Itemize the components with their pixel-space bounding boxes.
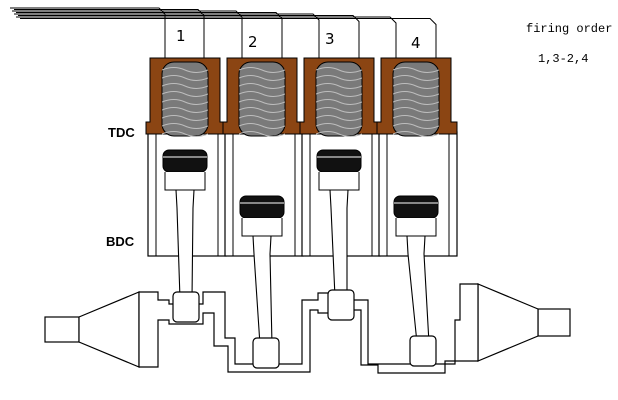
cylinder-number-4: 4 bbox=[411, 34, 421, 52]
crank-pin-4 bbox=[410, 336, 436, 366]
piston-skirt-1 bbox=[165, 172, 205, 190]
piston-skirt-3 bbox=[319, 172, 359, 190]
crank-pin-3 bbox=[328, 290, 354, 320]
firing-order-sequence: 1,3-2,4 bbox=[538, 52, 588, 66]
combustion-chamber-3 bbox=[316, 62, 362, 136]
combustion-chamber-4 bbox=[393, 62, 439, 136]
cylinder-number-2: 2 bbox=[248, 33, 258, 51]
piston-3 bbox=[317, 150, 361, 172]
bdc-label: BDC bbox=[106, 234, 135, 249]
crank-pin-2 bbox=[253, 338, 279, 368]
tdc-label: TDC bbox=[108, 125, 135, 140]
right-shaft-stub bbox=[538, 309, 570, 336]
piston-2 bbox=[240, 196, 284, 218]
cylinder-2 bbox=[223, 58, 303, 345]
spark-plug-wires bbox=[10, 8, 436, 58]
wire-3-2 bbox=[18, 16, 359, 59]
wire-4-1 bbox=[16, 17, 396, 58]
piston-4 bbox=[394, 196, 438, 218]
crank-pin-1 bbox=[173, 292, 199, 322]
cylinder-3 bbox=[300, 58, 380, 297]
firing-order-title: firing order bbox=[526, 22, 612, 36]
cylinder-1 bbox=[146, 58, 226, 299]
combustion-chamber-2 bbox=[239, 62, 285, 136]
combustion-chamber-1 bbox=[162, 62, 208, 136]
wire-3-1 bbox=[14, 14, 319, 58]
crankshaft bbox=[45, 284, 570, 373]
cylinder-number-1: 1 bbox=[176, 27, 186, 45]
piston-1 bbox=[163, 150, 207, 172]
left-shaft-stub bbox=[45, 317, 79, 342]
wire-4-2 bbox=[20, 19, 436, 59]
connecting-rod-3 bbox=[330, 190, 348, 297]
piston-skirt-2 bbox=[242, 218, 282, 236]
left-pulley-cone bbox=[79, 292, 139, 367]
right-pulley-cone bbox=[478, 284, 538, 361]
cylinder-number-3: 3 bbox=[325, 30, 335, 48]
cylinder-4 bbox=[377, 58, 457, 343]
piston-skirt-4 bbox=[396, 218, 436, 236]
connecting-rod-1 bbox=[176, 190, 194, 299]
connecting-rod-2 bbox=[253, 236, 272, 345]
